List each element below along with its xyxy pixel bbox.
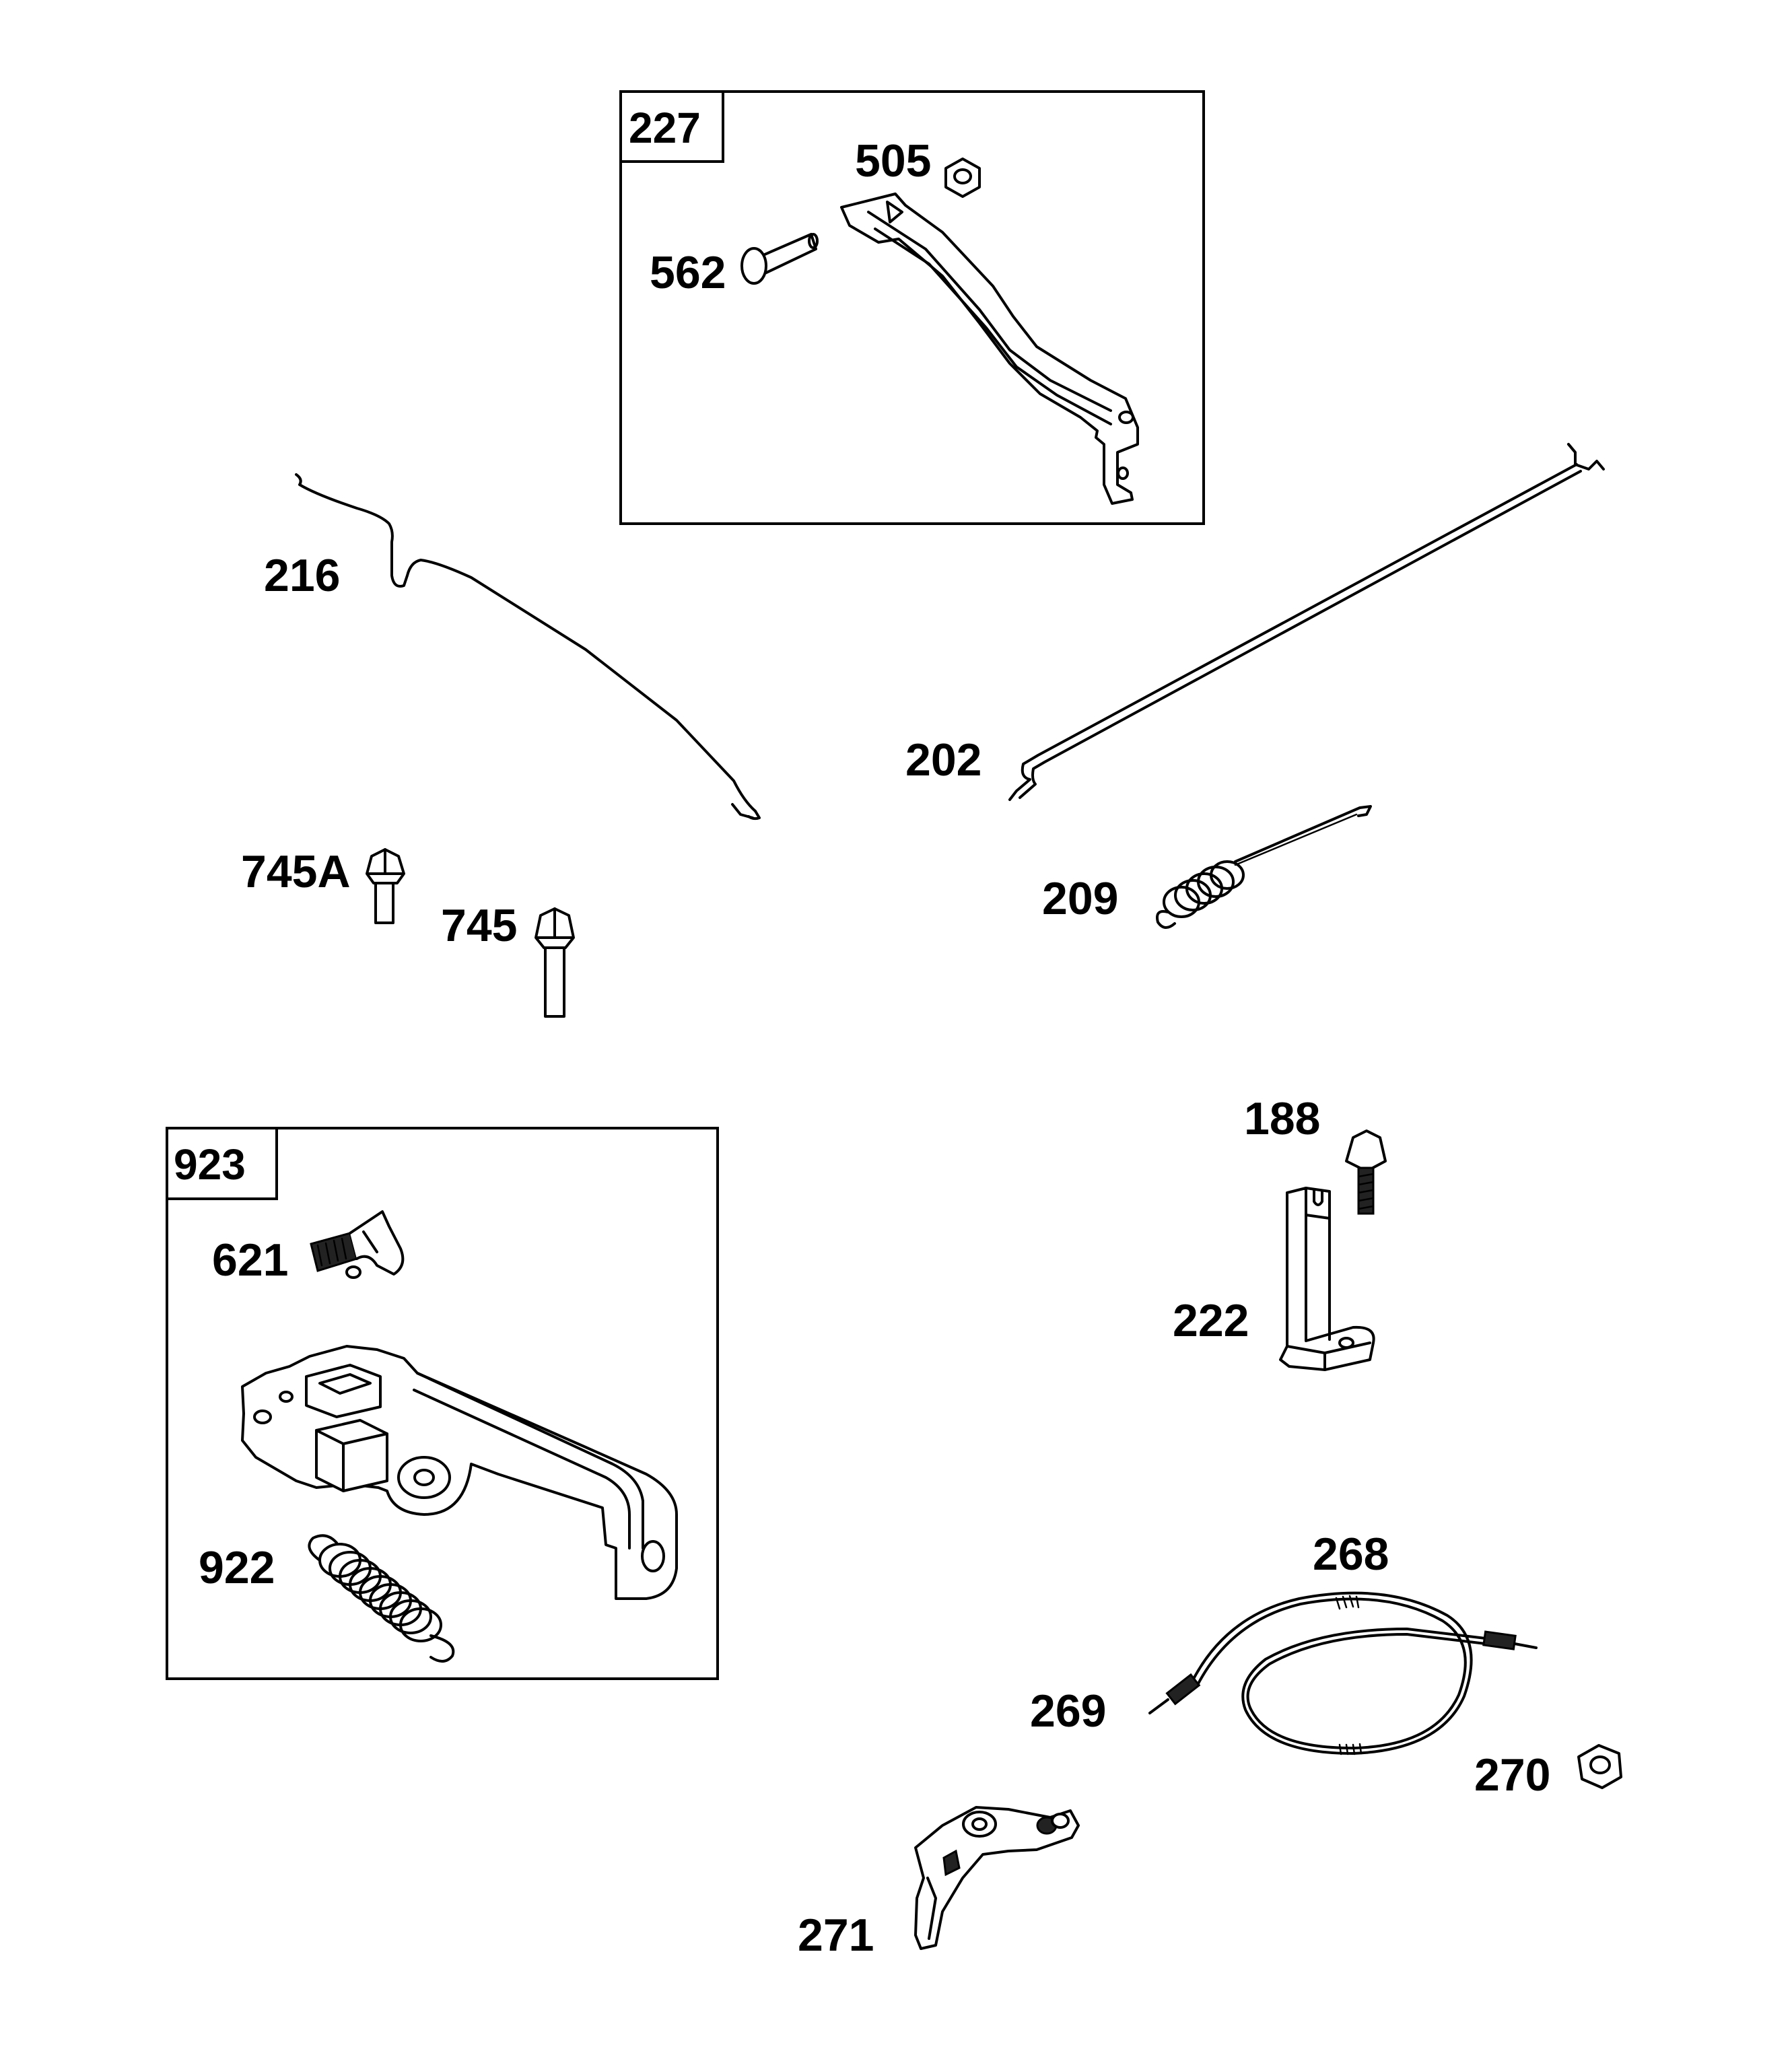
kit-923-box: 923 [166, 1127, 719, 1680]
link-216-drawing[interactable] [295, 473, 761, 821]
kit-227-label: 227 [629, 104, 701, 152]
part-745-label[interactable]: 745 [441, 900, 517, 951]
spring-922-drawing[interactable] [308, 1534, 455, 1663]
nut-505-drawing[interactable] [944, 158, 981, 198]
part-922-label[interactable]: 922 [199, 1542, 275, 1593]
cable-268-drawing[interactable] [1148, 1591, 1538, 1755]
part-271-label[interactable]: 271 [798, 1910, 874, 1961]
part-188-label[interactable]: 188 [1244, 1093, 1320, 1144]
pin-562-drawing[interactable] [740, 233, 819, 285]
lever-271-drawing[interactable] [914, 1806, 1080, 1950]
bolt-188-drawing[interactable] [1345, 1129, 1387, 1215]
part-268-label[interactable]: 268 [1313, 1529, 1389, 1580]
part-745A-label[interactable]: 745A [241, 846, 351, 897]
part-505-label[interactable]: 505 [855, 135, 931, 186]
kit-227-box: 227 [619, 90, 1205, 525]
part-222-label[interactable]: 222 [1173, 1295, 1249, 1346]
bracket-227-drawing[interactable] [840, 193, 1139, 505]
nut-270-drawing[interactable] [1577, 1744, 1622, 1789]
control-plate-923-drawing[interactable] [241, 1345, 678, 1600]
link-202-drawing[interactable] [1008, 443, 1605, 801]
bracket-222-drawing[interactable] [1279, 1187, 1375, 1371]
bolt-745-drawing[interactable] [535, 907, 575, 1018]
clip-621-drawing[interactable] [310, 1210, 405, 1279]
part-202-label[interactable]: 202 [905, 734, 981, 786]
kit-923-label: 923 [174, 1140, 246, 1189]
part-621-label[interactable]: 621 [212, 1234, 288, 1286]
part-562-label[interactable]: 562 [650, 247, 726, 298]
part-209-label[interactable]: 209 [1042, 873, 1118, 924]
spring-209-drawing[interactable] [1156, 805, 1372, 929]
part-216-label[interactable]: 216 [264, 550, 340, 601]
part-270-label[interactable]: 270 [1474, 1749, 1550, 1801]
part-269-label[interactable]: 269 [1030, 1685, 1106, 1737]
bolt-745A-drawing[interactable] [366, 848, 405, 924]
